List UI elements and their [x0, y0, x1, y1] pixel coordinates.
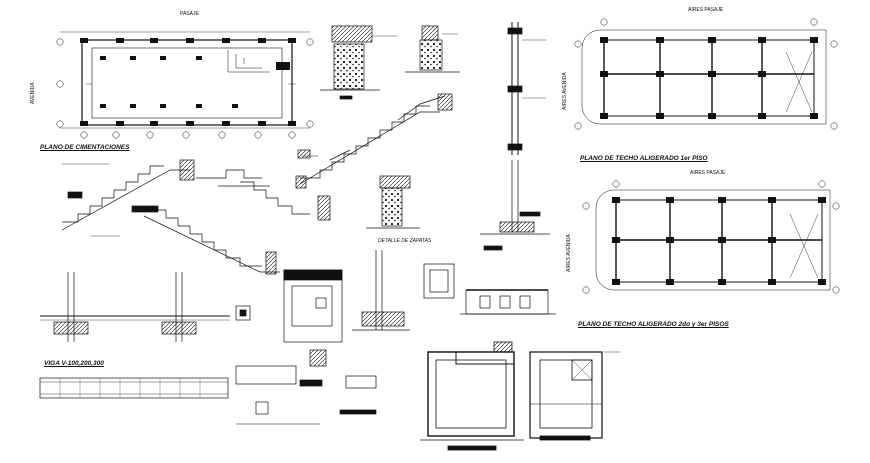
- avenida-label: AVENIDA: [30, 82, 36, 104]
- pasaje-label: PASAJE: [180, 11, 199, 17]
- beam-column-sections: [39, 272, 377, 425]
- footing-detail-title: DETALLE DE ZAPATAS: [378, 238, 432, 244]
- foundation-plan-title: PLANO DE CIMENTACIONES: [40, 144, 130, 151]
- aires-avenida-top-label: AIRES AVENIDA: [562, 72, 568, 110]
- stair-sections: [61, 93, 453, 275]
- column-footing-details: [283, 160, 556, 343]
- roof-plan-1-title: PLANO DE TECHO ALIGERADO 1er PISO: [580, 155, 708, 162]
- roof-plan-first-floor: [574, 18, 838, 130]
- roof-plan-second-third-floor: [582, 180, 840, 294]
- beam-title: VIGA V-100,200,300: [44, 360, 104, 367]
- footing-section-details: [320, 22, 546, 155]
- foundation-plan: [56, 31, 314, 139]
- roof-plan-2-title: PLANO DE TECHO ALIGERADO 2do y 3er PISOS: [578, 321, 729, 328]
- aires-pasaje-bottom-label: AIRES PASAJE: [690, 170, 726, 176]
- tank-and-box-details: [420, 341, 620, 451]
- aires-avenida-bottom-label: AIRES AVENIDA: [566, 234, 572, 272]
- aires-pasaje-top-label: AIRES PASAJE: [688, 7, 724, 13]
